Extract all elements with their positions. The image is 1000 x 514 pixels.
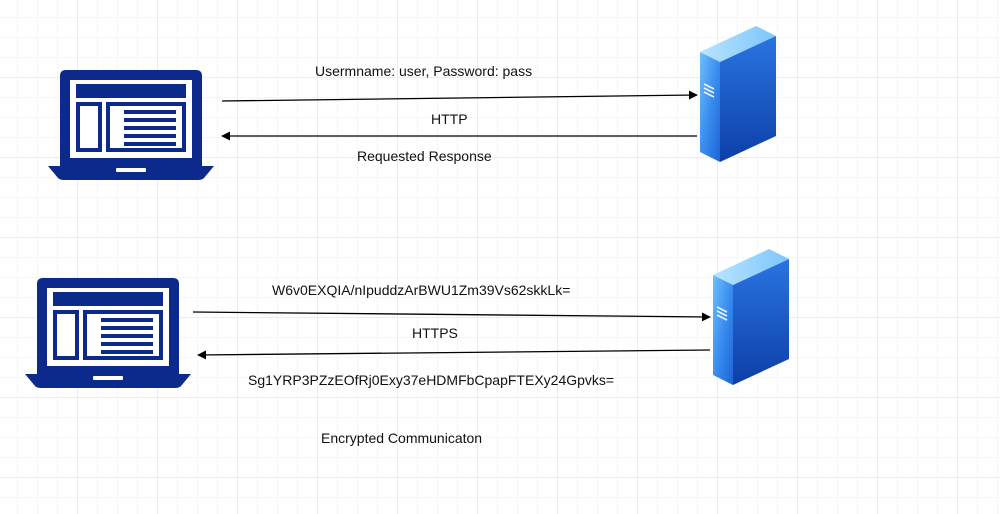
https-response-arrow [197,349,711,360]
http-client-laptop-icon [48,70,214,180]
http-request-label: Usermname: user, Password: pass [315,63,533,79]
https-response-label: Sg1YRP3PZzEOfRj0Exy37eHDMFbCpapFTEXy24Gp… [248,372,615,388]
https-request-arrow [192,311,711,322]
https-server-icon [712,248,790,386]
http-protocol-label: HTTP [431,111,468,127]
https-client-laptop-icon [25,278,191,388]
http-response-label: Requested Response [357,148,492,164]
diagram-caption: Encrypted Communicaton [321,430,483,446]
http-server-icon [699,25,777,163]
https-protocol-label: HTTPS [412,325,458,341]
http-request-arrow [221,90,698,102]
https-request-label: W6v0EXQIA/nIpuddzArBWU1Zm39Vs62skkLk= [272,282,571,298]
